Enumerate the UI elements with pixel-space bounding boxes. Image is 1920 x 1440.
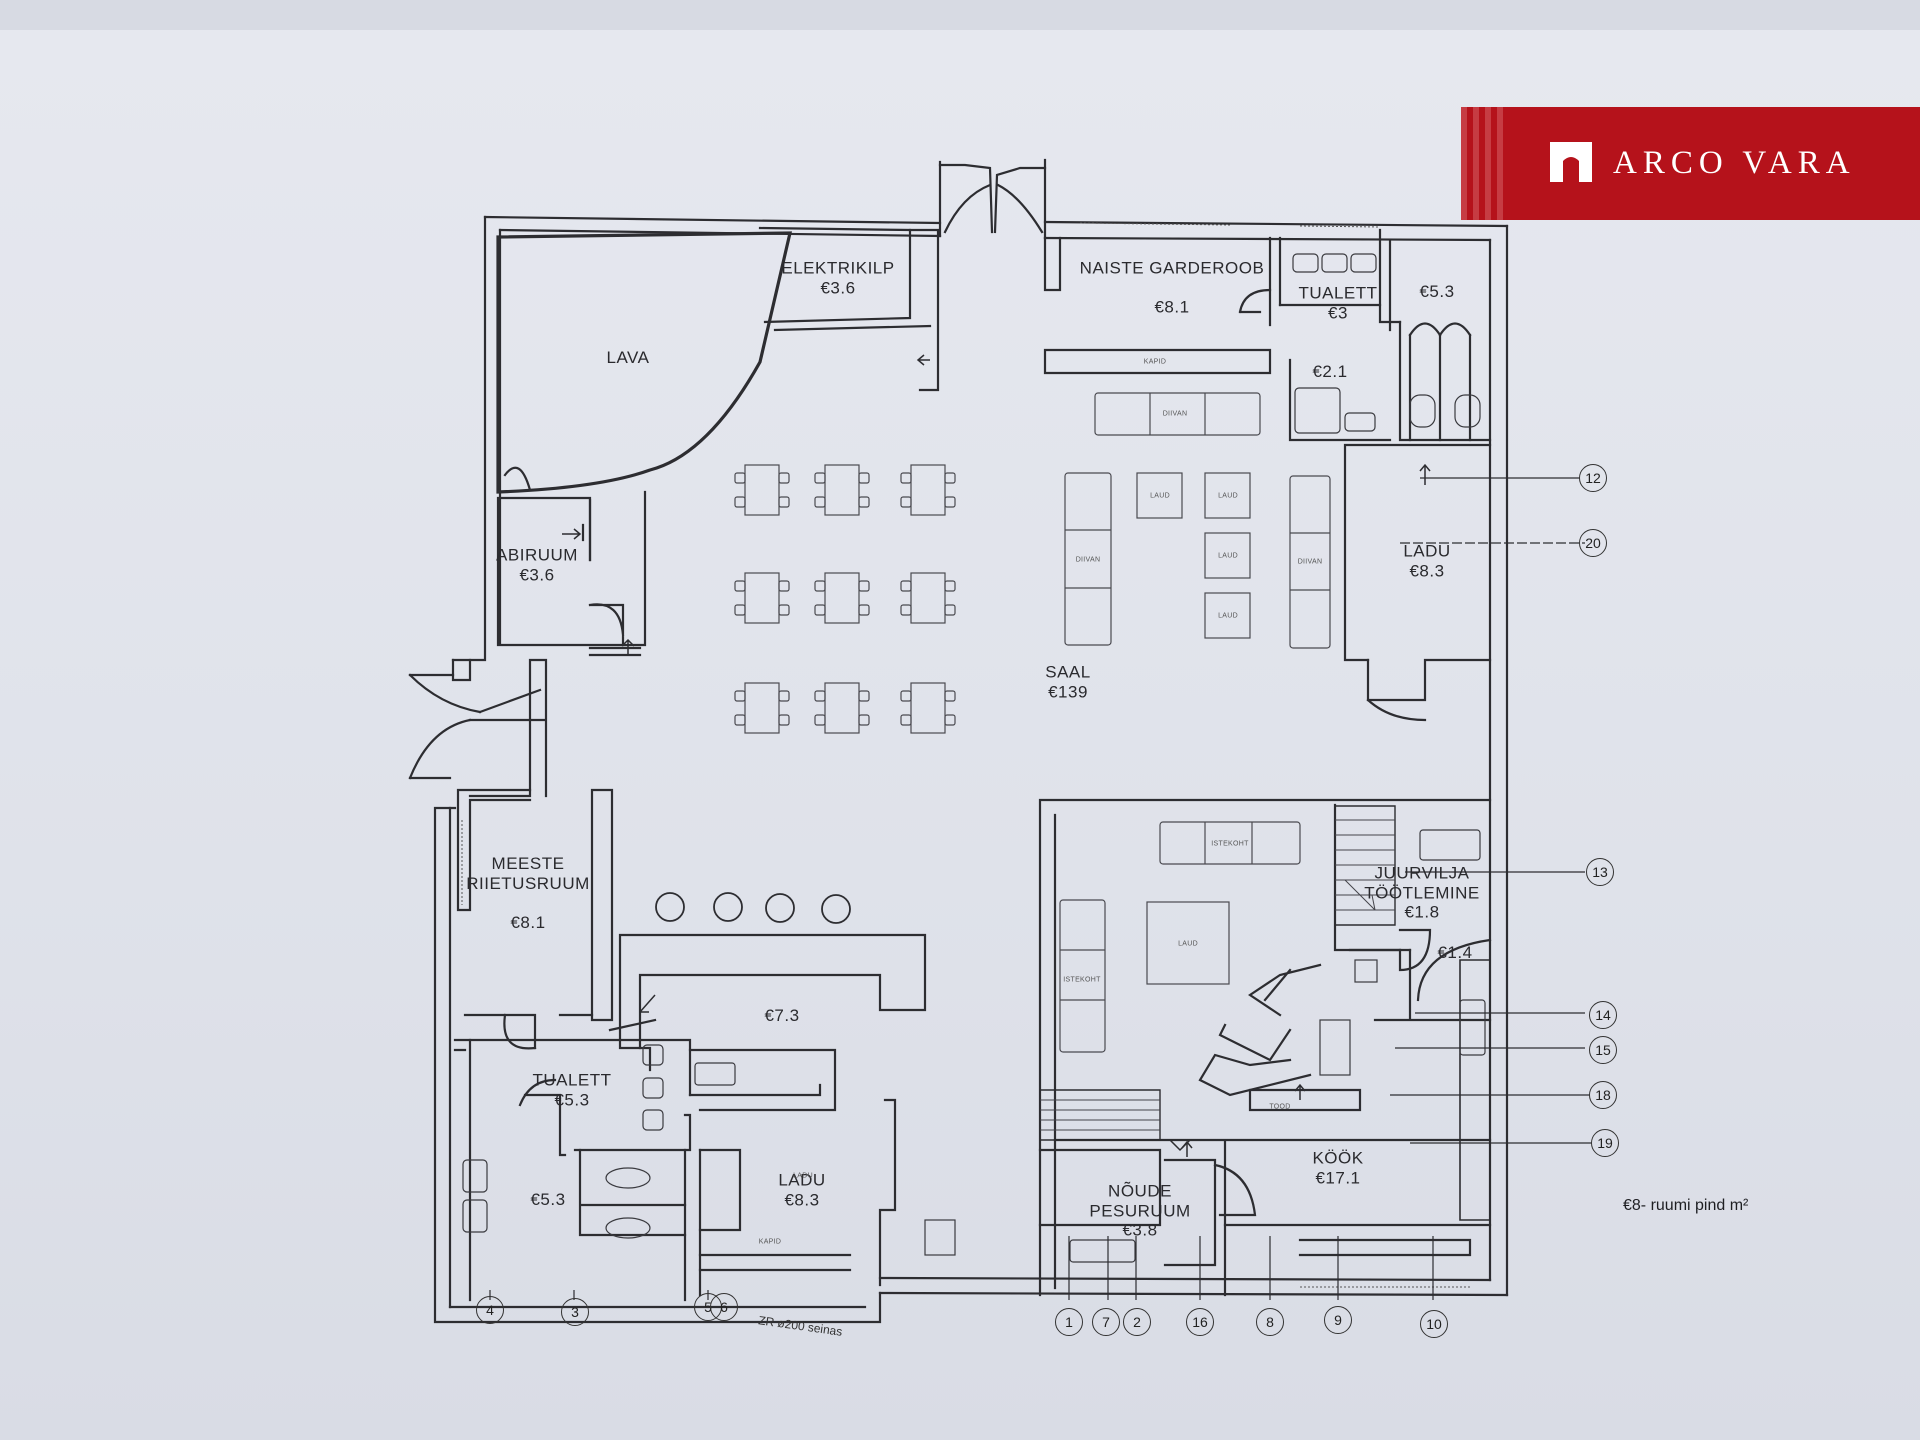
room-label-ladu-right: LADU €8.3 xyxy=(1403,541,1451,580)
brand-stripes xyxy=(1461,107,1509,220)
dining-table xyxy=(900,572,956,624)
dining-table xyxy=(814,464,870,516)
axis-marker: 18 xyxy=(1589,1081,1617,1109)
furniture-label-kapid: KAPID xyxy=(1143,358,1167,366)
room-label-ladu-bottom: LADU €8.3 xyxy=(778,1170,826,1209)
furniture-label-laud: LAUD xyxy=(1218,612,1238,620)
axis-marker: 1 xyxy=(1055,1308,1083,1336)
dining-table xyxy=(734,572,790,624)
room-label-abiruum: ABIRUUM €3.6 xyxy=(496,545,578,584)
furniture-label-laud: LAUD xyxy=(1178,940,1198,948)
axis-marker: 16 xyxy=(1186,1308,1214,1336)
room-label-room-2-1: €2.1 xyxy=(1312,362,1348,382)
axis-marker: 15 xyxy=(1589,1036,1617,1064)
furniture-label-kapid: KAPID xyxy=(758,1238,782,1246)
furniture-label-laud: LAUD xyxy=(1218,552,1238,560)
room-label-room-5-3-bottom: €5.3 xyxy=(530,1190,566,1210)
room-label-naiste-garderoob: NAISTE GARDEROOB €8.1 xyxy=(1079,258,1265,317)
brand-name: ARCO VARA xyxy=(1613,145,1856,181)
axis-marker: 10 xyxy=(1420,1310,1448,1338)
room-label-juurvilja: JUURVILJA TÖÖTLEMINE €1.8 xyxy=(1364,863,1480,922)
area-legend: €8- ruumi pind m² xyxy=(1623,1197,1749,1214)
dining-table xyxy=(900,682,956,734)
furniture-label-istekoht: ISTEKOHT xyxy=(1211,840,1249,848)
axis-marker: 9 xyxy=(1324,1306,1352,1334)
plan-sheet xyxy=(0,30,1920,1440)
dining-table xyxy=(814,682,870,734)
axis-marker: 2 xyxy=(1123,1308,1151,1336)
axis-marker: 12 xyxy=(1579,464,1607,492)
brand-banner: ARCO VARA xyxy=(1461,107,1920,220)
axis-marker: 3 xyxy=(561,1298,589,1326)
dining-table xyxy=(734,682,790,734)
axis-marker: 7 xyxy=(1092,1308,1120,1336)
room-label-noude-pesuruum: NÕUDE PESURUUM €3.8 xyxy=(1089,1181,1191,1240)
furniture-label-diivan: DIIVAN xyxy=(1297,558,1323,566)
room-label-room-5-3-top: €5.3 xyxy=(1419,282,1455,302)
axis-marker: 8 xyxy=(1256,1308,1284,1336)
axis-marker: 19 xyxy=(1591,1129,1619,1157)
furniture-label-istekoht: ISTEKOHT xyxy=(1063,976,1101,984)
axis-marker: 4 xyxy=(476,1296,504,1324)
room-label-meeste-riietusruum: MEESTE RIIETUSRUUM €8.1 xyxy=(466,853,590,932)
furniture-label-tood: TOOD xyxy=(1269,1103,1291,1111)
room-label-tualett-bottom: TUALETT €5.3 xyxy=(532,1070,612,1109)
furniture-label-laud: LAUD xyxy=(1218,492,1238,500)
room-label-room-1-4: €1.4 xyxy=(1437,943,1473,963)
axis-marker: 20 xyxy=(1579,529,1607,557)
axis-marker: 6 xyxy=(710,1293,738,1321)
furniture-label-diivan: DIIVAN xyxy=(1162,410,1188,418)
furniture-label-laud: LAUD xyxy=(1150,492,1170,500)
dining-table xyxy=(734,464,790,516)
room-label-tualett-top: TUALETT €3 xyxy=(1298,283,1378,322)
axis-marker: 14 xyxy=(1589,1001,1617,1029)
dining-table xyxy=(814,572,870,624)
room-label-baar: €7.3 xyxy=(764,1006,800,1026)
room-label-lava: LAVA xyxy=(606,348,650,368)
room-label-saal: SAAL €139 xyxy=(1045,662,1091,701)
room-label-kook: KÖÖK €17.1 xyxy=(1312,1148,1364,1187)
room-label-elektrikilp: ELEKTRIKILP €3.6 xyxy=(781,258,895,297)
dining-table xyxy=(900,464,956,516)
furniture-label-diivan: DIIVAN xyxy=(1075,556,1101,564)
furniture-label-ladu_small: LADU xyxy=(793,1172,813,1180)
house-door-logo-icon xyxy=(1550,142,1592,182)
axis-marker: 13 xyxy=(1586,858,1614,886)
